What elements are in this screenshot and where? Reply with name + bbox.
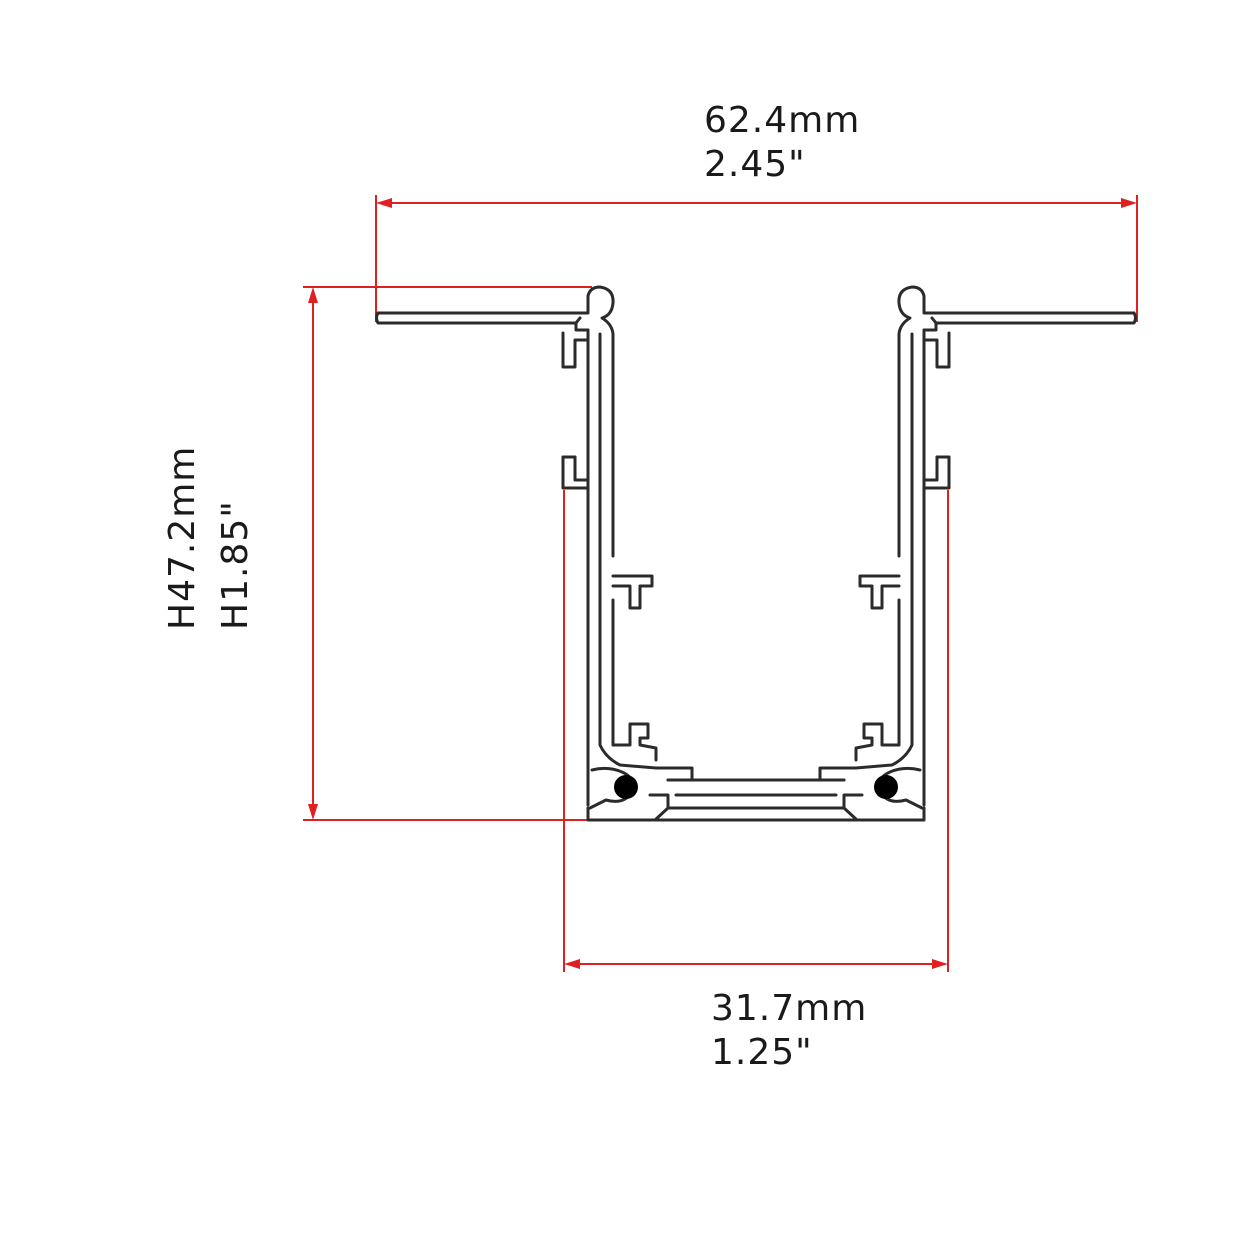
profile-right-half — [818, 285, 1137, 822]
width-bottom-inch-label: 1.25" — [711, 1032, 813, 1073]
width-bottom-dimension-line — [563, 490, 949, 972]
height-dimension-line — [303, 286, 592, 821]
aluminum-profile-outline — [375, 285, 1137, 822]
dimension-lines — [303, 195, 1138, 972]
width-top-dimension-line — [375, 195, 1138, 322]
width-bottom-mm-label: 31.7mm — [711, 988, 867, 1029]
height-inch-label: H1.85" — [215, 500, 256, 630]
profile-left-half — [375, 285, 694, 822]
width-top-mm-label: 62.4mm — [704, 100, 860, 141]
height-mm-label: H47.2mm — [162, 446, 203, 630]
width-top-inch-label: 2.45" — [704, 144, 806, 185]
